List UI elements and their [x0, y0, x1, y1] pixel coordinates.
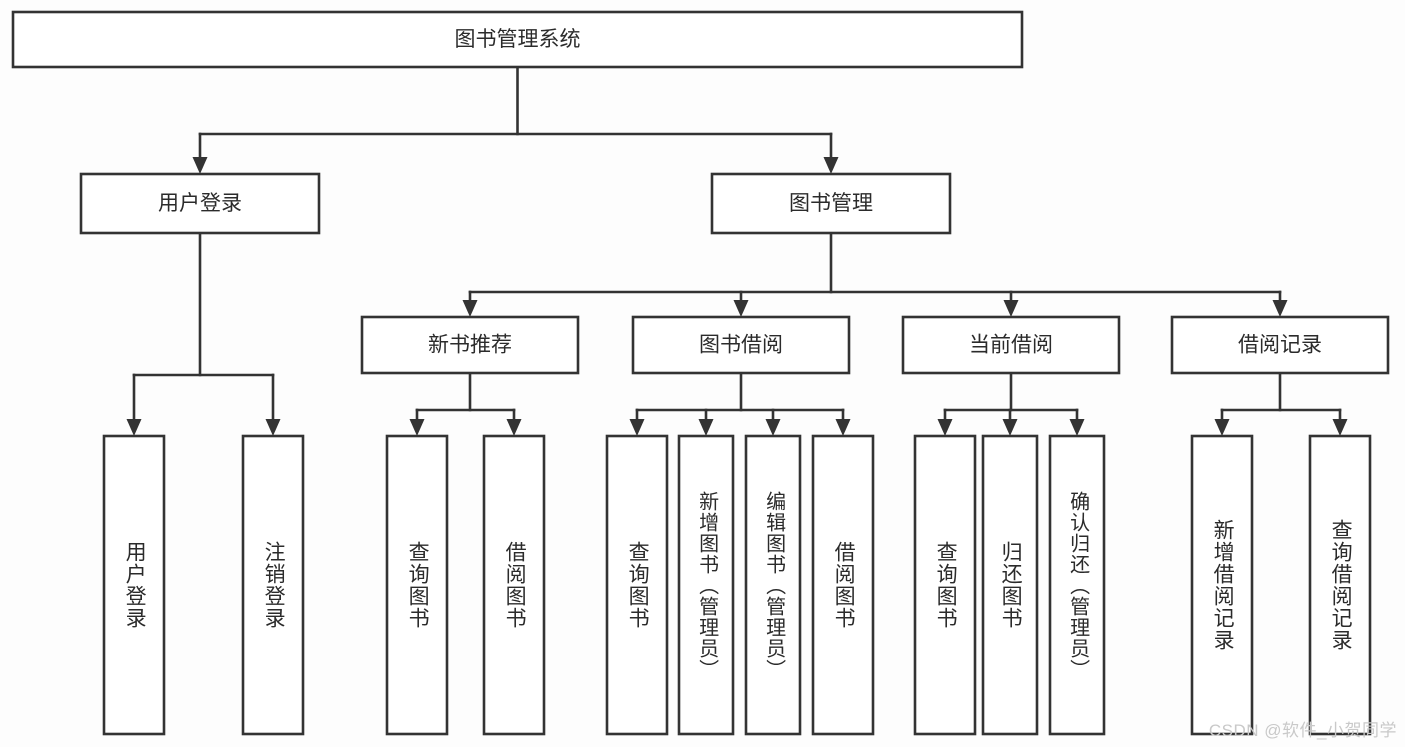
node-label-user-login: 用户登录 — [158, 192, 242, 215]
node-label-new-book-rec: 新书推荐 — [428, 334, 512, 357]
arrow-head-icon — [937, 419, 953, 436]
arrow-head-icon — [1002, 419, 1018, 436]
node-book-borrow[interactable] — [631, 315, 851, 375]
node-book-manage[interactable] — [710, 172, 952, 235]
arrow-head-icon — [765, 419, 781, 436]
node-leaf-edit-book[interactable] — [744, 434, 802, 736]
node-leaf-query-book-3[interactable] — [913, 434, 977, 736]
arrow-head-icon — [1069, 419, 1085, 436]
arrow-head-icon — [835, 419, 851, 436]
arrow-head-icon — [698, 419, 714, 436]
node-root[interactable] — [11, 10, 1024, 69]
node-label-book-borrow: 图书借阅 — [699, 334, 783, 357]
node-new-book-rec[interactable] — [360, 315, 580, 375]
node-leaf-query-book-1[interactable] — [385, 434, 449, 736]
arrow-head-icon — [733, 300, 749, 317]
node-leaf-borrow-book-1[interactable] — [482, 434, 546, 736]
node-user-login[interactable] — [79, 172, 321, 235]
watermark: CSDN @软件_小贺同学 — [1208, 721, 1397, 740]
arrow-head-icon — [192, 157, 208, 174]
node-label-borrow-record: 借阅记录 — [1238, 334, 1322, 357]
arrow-head-icon — [126, 419, 142, 436]
arrow-head-icon — [1214, 419, 1230, 436]
node-current-borrow[interactable] — [901, 315, 1121, 375]
node-leaf-logout[interactable] — [241, 434, 305, 736]
node-label-current-borrow: 当前借阅 — [969, 334, 1053, 357]
arrow-head-icon — [629, 419, 645, 436]
arrow-head-icon — [462, 300, 478, 317]
node-borrow-record[interactable] — [1170, 315, 1390, 375]
node-leaf-confirm-return[interactable] — [1048, 434, 1106, 736]
arrow-head-icon — [1332, 419, 1348, 436]
node-leaf-borrow-book-2[interactable] — [811, 434, 875, 736]
node-leaf-user-login[interactable] — [102, 434, 166, 736]
node-label-root: 图书管理系统 — [455, 28, 581, 51]
arrow-head-icon — [1272, 300, 1288, 317]
arrow-head-icon — [506, 419, 522, 436]
arrow-head-icon — [823, 157, 839, 174]
node-leaf-add-record[interactable] — [1190, 434, 1254, 736]
edges-layer — [126, 65, 1348, 436]
node-leaf-query-book-2[interactable] — [605, 434, 669, 736]
arrow-head-icon — [1003, 300, 1019, 317]
node-leaf-add-book[interactable] — [677, 434, 735, 736]
arrow-head-icon — [409, 419, 425, 436]
node-leaf-query-record[interactable] — [1308, 434, 1372, 736]
arrow-head-icon — [265, 419, 281, 436]
node-leaf-return-book[interactable] — [981, 434, 1039, 736]
node-label-book-manage: 图书管理 — [789, 192, 873, 215]
